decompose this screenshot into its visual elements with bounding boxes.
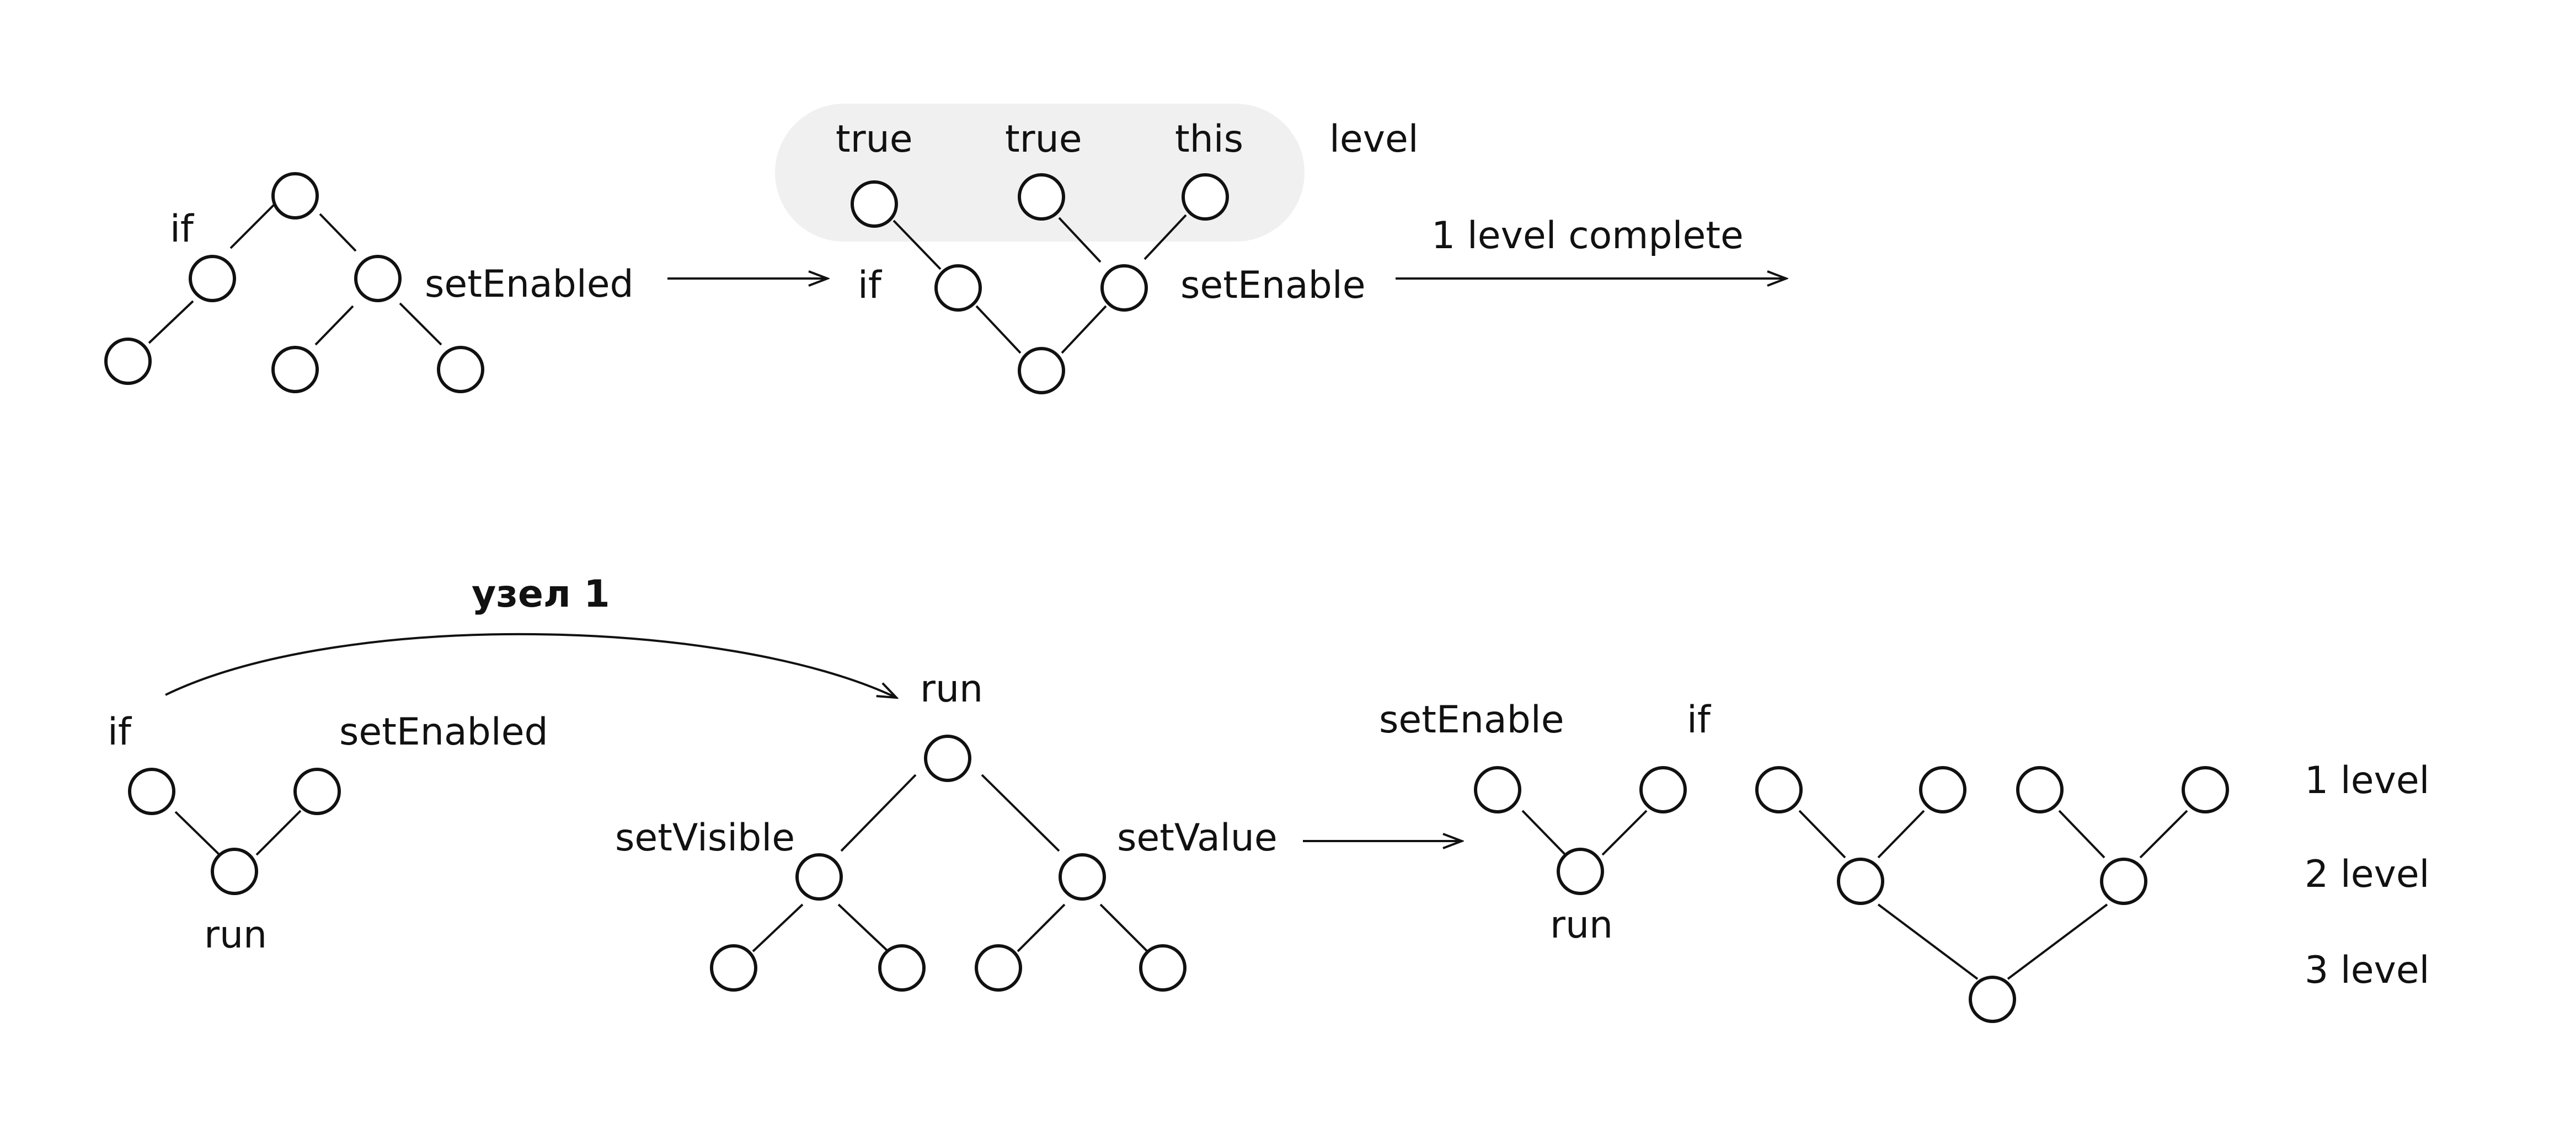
tree-f-node (1969, 976, 2016, 1023)
tree-a-edge (399, 302, 442, 346)
tree-b-edge (1058, 217, 1102, 263)
label-this: this (1175, 117, 1243, 161)
label-setenable: setEnable (1180, 264, 1366, 307)
label-setenable: setEnable (1379, 698, 1564, 742)
tree-b-node (851, 180, 898, 228)
label-if: if (108, 710, 132, 754)
tree-c: if setEnabled run (108, 710, 548, 957)
label-true: true (836, 117, 913, 161)
tree-d-edge (837, 903, 889, 952)
tree-e-edge (1601, 810, 1648, 856)
tree-a-node (104, 338, 152, 385)
tree-f-edge (2058, 810, 2105, 859)
tree-f-node (1755, 766, 1803, 813)
label-if: if (170, 207, 195, 251)
label-level-1: 1 level (2305, 759, 2430, 802)
tree-b-node (1182, 173, 1229, 221)
tree-c-node (128, 768, 175, 815)
label-setvisible: setVisible (615, 816, 795, 860)
tree-a-node (354, 255, 402, 302)
tree-f-edge (2139, 810, 2188, 859)
tree-e-edge (1521, 810, 1567, 856)
tree-a-edge (314, 305, 354, 346)
tree-e: setEnable if run (1379, 698, 1712, 947)
label-level: level (1329, 117, 1419, 161)
label-level-2: 2 level (2305, 853, 2430, 896)
tree-b-edge (975, 305, 1022, 354)
tree-c-edge (255, 810, 302, 856)
tree-b-edge (1061, 305, 1107, 354)
tree-b-node (1018, 173, 1065, 221)
tree-b-edge (892, 219, 942, 270)
tree-b-node (1100, 264, 1148, 312)
label-if: if (1687, 698, 1712, 742)
tree-c-node (211, 848, 258, 895)
tree-b: true true this level if setEnable (775, 104, 1419, 394)
tree-d-edge (840, 774, 917, 852)
tree-c-edge (174, 811, 221, 856)
tree-a-node (271, 172, 319, 219)
label-level-complete: 1 level complete (1431, 214, 1744, 258)
level-highlight (775, 104, 1305, 242)
tree-d-edge (981, 774, 1060, 852)
tree-e-node (1474, 766, 1521, 813)
tree-f-edge (1877, 810, 1925, 859)
tree-a-edge (229, 196, 282, 249)
tree-d-node (878, 944, 926, 992)
tree-d-node (975, 944, 1022, 992)
label-true: true (1005, 117, 1082, 161)
label-run: run (204, 913, 267, 957)
label-if: if (858, 264, 883, 307)
tree-a-node (437, 346, 484, 393)
tree-e-node (1557, 848, 1604, 895)
tree-a-node (271, 346, 319, 393)
tree-d-node (1059, 853, 1106, 901)
label-run: run (920, 667, 983, 711)
curved-arrow-node-1 (165, 633, 896, 698)
tree-f-node (2016, 766, 2064, 813)
label-setenabled: setEnabled (425, 263, 634, 306)
tree-a-node (189, 255, 236, 302)
tree-b-node (934, 264, 982, 312)
tree-f-node (2100, 858, 2147, 905)
tree-f-edge (2007, 903, 2108, 980)
tree-e-node (1639, 766, 1687, 813)
tree-d-node (795, 853, 843, 901)
tree-a-edge (319, 213, 357, 252)
tree-f-edge (1877, 903, 1979, 980)
label-run: run (1550, 903, 1613, 947)
tree-b-node (1018, 347, 1065, 394)
tree-d-node (1139, 944, 1187, 992)
tree-d-edge (1099, 903, 1148, 952)
label-level-3: 3 level (2305, 949, 2430, 992)
label-setvalue: setValue (1117, 816, 1278, 860)
tree-a-edge (148, 300, 194, 344)
tree-f-edge (1798, 810, 1846, 859)
tree-d-node (710, 944, 757, 992)
label-setenabled: setEnabled (339, 710, 548, 754)
tree-a: if setEnabled (104, 172, 634, 393)
tree-d-node (924, 735, 971, 782)
tree-f-node (1919, 766, 1966, 813)
tree-f-node (2182, 766, 2229, 813)
label-node-1: узел 1 (472, 572, 610, 616)
tree-b-edge (1143, 214, 1187, 260)
tree-f (1755, 766, 2229, 1023)
tree-d: run setVisible setValue (615, 667, 1278, 992)
tree-c-node (293, 768, 341, 815)
tree-d-edge (752, 903, 804, 952)
tree-f-node (1837, 858, 1884, 905)
tree-d-edge (1017, 903, 1066, 952)
